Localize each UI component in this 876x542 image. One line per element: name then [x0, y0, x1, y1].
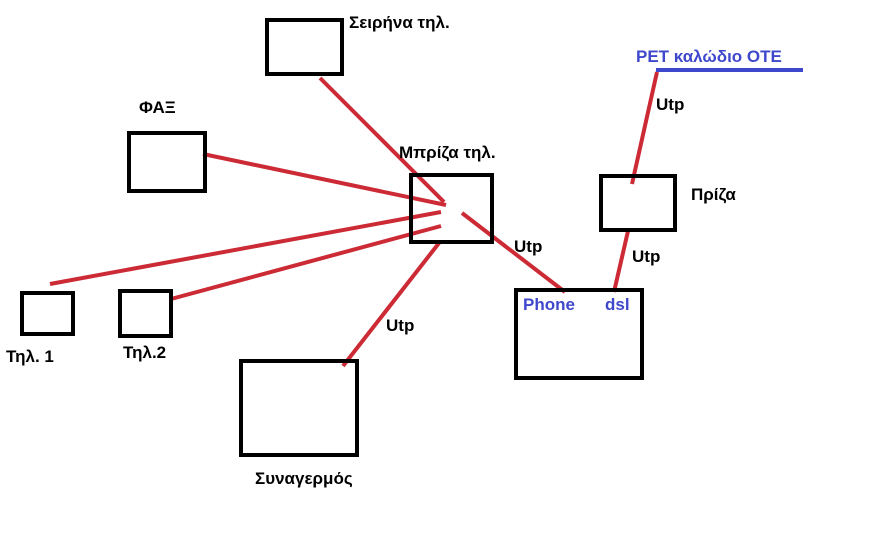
wire-ote-to-wall-socket	[630, 71, 659, 185]
wire-fax-to-phone-socket	[202, 152, 447, 207]
fax-box	[127, 131, 207, 193]
alarm-label: Συναγερμός	[255, 469, 353, 488]
phone1-box	[20, 291, 75, 336]
siren-box	[265, 18, 344, 76]
phone1-label: Τηλ. 1	[6, 347, 54, 366]
modem-dsl-port-label: dsl	[605, 295, 630, 314]
wire-phone1-to-phone-socket	[49, 210, 442, 286]
modem-box	[514, 288, 644, 380]
alarm-box	[239, 359, 359, 457]
wire-phone-socket-to-alarm	[341, 241, 441, 368]
wire-wall-socket-to-modem-dsl	[612, 230, 630, 293]
utp-label-modem: Utp	[514, 237, 542, 256]
utp-label-wall-socket: Utp	[632, 247, 660, 266]
wall-socket-label: Πρίζα	[691, 185, 736, 204]
utp-label-ote: Utp	[656, 95, 684, 114]
siren-label: Σειρήνα τηλ.	[349, 13, 450, 32]
phone2-box	[118, 289, 173, 338]
wire-phone2-to-phone-socket	[170, 224, 442, 301]
fax-label: ΦΑΞ	[139, 98, 176, 117]
wall-socket-box	[599, 174, 677, 232]
phone2-label: Τηλ.2	[123, 343, 166, 362]
ote-cable-label: PET καλώδιο ΟΤΕ	[636, 47, 782, 66]
wire-siren-to-phone-socket	[318, 76, 446, 204]
wire-phone-socket-to-modem-phone	[460, 211, 567, 294]
modem-phone-port-label: Phone	[523, 295, 575, 314]
phone-socket-box	[409, 173, 494, 244]
phone-socket-label: Μπρίζα τηλ.	[399, 143, 496, 162]
utp-label-alarm: Utp	[386, 316, 414, 335]
